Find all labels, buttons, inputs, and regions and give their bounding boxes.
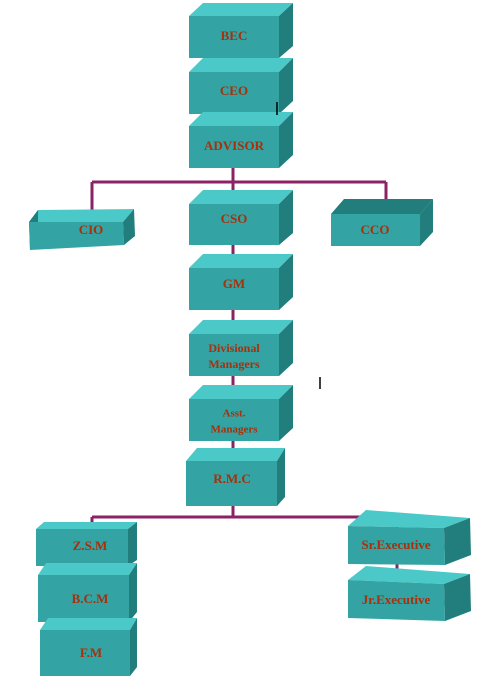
node-cso: CSO <box>189 190 293 245</box>
node-advisor-label: ADVISOR <box>204 138 265 153</box>
node-divisional-managers: Divisional Managers <box>189 320 293 376</box>
node-bec-label: BEC <box>221 28 248 43</box>
node-zsm-label: Z.S.M <box>73 538 108 553</box>
node-cco-label: CCO <box>361 222 390 237</box>
node-rmc: R.M.C <box>186 448 285 506</box>
node-rmc-label: R.M.C <box>213 471 251 486</box>
node-zsm: Z.S.M <box>36 522 137 566</box>
node-jr-executive-label: Jr.Executive <box>362 592 431 607</box>
node-sr-executive: Sr.Executive <box>348 510 471 565</box>
node-asst-label-1: Asst. <box>223 408 246 420</box>
node-asst-label-2: Managers <box>210 424 258 436</box>
node-cco: CCO <box>331 199 433 246</box>
node-fm-label: F.M <box>80 645 102 660</box>
node-bec: BEC <box>189 3 293 58</box>
node-divisional-label-1: Divisional <box>208 341 260 355</box>
node-cio: CIO <box>29 209 135 250</box>
node-bcm: B.C.M <box>38 563 137 622</box>
node-cso-label: CSO <box>221 211 248 226</box>
node-cio-label: CIO <box>79 222 104 237</box>
node-ceo: CEO <box>189 58 293 114</box>
node-sr-executive-label: Sr.Executive <box>361 537 430 552</box>
node-divisional-label-2: Managers <box>208 357 260 371</box>
node-ceo-label: CEO <box>220 83 248 98</box>
node-bcm-label: B.C.M <box>72 591 109 606</box>
node-gm: GM <box>189 254 293 310</box>
node-advisor: ADVISOR <box>189 112 293 168</box>
node-jr-executive: Jr.Executive <box>348 566 471 621</box>
node-asst-managers: Asst. Managers <box>189 385 293 441</box>
node-gm-label: GM <box>223 276 245 291</box>
node-fm: F.M <box>40 618 137 676</box>
